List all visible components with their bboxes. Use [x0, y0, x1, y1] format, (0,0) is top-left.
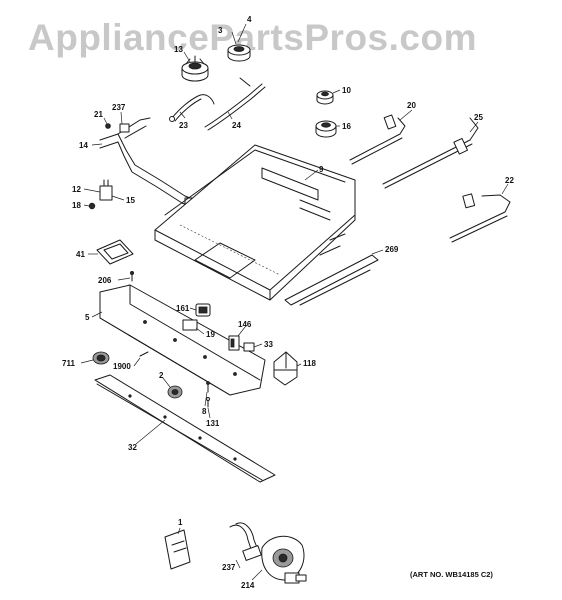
- callout-12: 12: [72, 185, 81, 194]
- callout-labels: 4 3 13 10 237 21 23 24 20 25 16 14 9 12 …: [62, 15, 514, 590]
- callout-237-top: 237: [112, 103, 126, 112]
- clip-33: [243, 342, 255, 352]
- callout-118: 118: [303, 359, 316, 368]
- burner-tube-20: [349, 114, 406, 165]
- callout-41: 41: [76, 250, 85, 259]
- callout-21: 21: [94, 110, 103, 119]
- callout-18: 18: [72, 201, 81, 210]
- callout-237-bottom: 237: [222, 563, 236, 572]
- screw-206: [129, 270, 134, 282]
- spark-switch-146: [228, 335, 240, 351]
- callout-206: 206: [98, 276, 112, 285]
- literature-1: [164, 529, 191, 570]
- callout-3: 3: [218, 26, 223, 35]
- burner-tube-23: [169, 94, 215, 122]
- watermark: AppliancePartsPros.com: [28, 17, 477, 58]
- manifold-panel-5: [99, 284, 266, 396]
- callout-25: 25: [474, 113, 483, 122]
- burner-tube-24: [204, 77, 266, 131]
- burner-head-10: [316, 90, 334, 105]
- callout-1900: 1900: [113, 362, 131, 371]
- callout-711: 711: [62, 359, 75, 368]
- callout-10: 10: [342, 86, 351, 95]
- callout-13: 13: [174, 45, 183, 54]
- rail-269: [284, 254, 379, 306]
- bracket-118: [273, 351, 298, 386]
- callout-33: 33: [264, 340, 273, 349]
- clip-21: [105, 123, 111, 129]
- trim-strip-32: [94, 374, 276, 483]
- screw-8: [206, 381, 210, 393]
- callout-19: 19: [206, 330, 215, 339]
- callout-14: 14: [79, 141, 88, 150]
- pressure-regulator-214: [229, 522, 307, 584]
- burner-head-13: [181, 55, 209, 82]
- callout-8: 8: [202, 407, 207, 416]
- leader-lines: [80, 23, 509, 581]
- callout-146: 146: [238, 320, 252, 329]
- valve-161: [195, 303, 211, 317]
- callout-16: 16: [342, 122, 351, 131]
- screw-1900: [139, 351, 149, 357]
- burner-tube-25: [382, 117, 479, 189]
- callout-5: 5: [85, 313, 90, 322]
- knob-711: [92, 351, 110, 365]
- callout-23: 23: [179, 121, 188, 130]
- burner-head-16: [315, 120, 337, 138]
- callout-22: 22: [505, 176, 514, 185]
- art-number: (ART NO. WB14185 C2): [410, 570, 493, 579]
- burner-box-9: [154, 144, 356, 301]
- callout-131: 131: [206, 419, 220, 428]
- callout-15: 15: [126, 196, 135, 205]
- screw-131: [206, 397, 210, 408]
- callout-24: 24: [232, 121, 241, 130]
- burner-head-3: [227, 44, 251, 62]
- callout-269: 269: [385, 245, 399, 254]
- bracket-12-15: [88, 179, 113, 210]
- callout-4: 4: [247, 15, 252, 24]
- callout-214: 214: [241, 581, 255, 590]
- burner-tube-22: [449, 193, 511, 243]
- callout-20: 20: [407, 101, 416, 110]
- igniter-module-41: [96, 239, 134, 265]
- knob-2: [167, 385, 183, 399]
- callout-161: 161: [176, 304, 190, 313]
- callout-32: 32: [128, 443, 137, 452]
- callout-2: 2: [159, 371, 164, 380]
- callout-1: 1: [178, 518, 183, 527]
- switch-19: [182, 319, 198, 331]
- callout-9: 9: [319, 165, 324, 174]
